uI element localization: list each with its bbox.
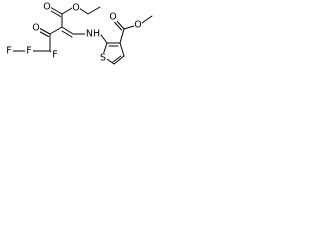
atom-o-ketone: O [32,23,39,34]
bond-c3t-c4t [119,42,125,57]
bond-c2-ch-double-a [61,26,74,35]
chemical-structure-diagram: O O O F F F NH S O O [5,2,153,65]
ethyl-ester-group [48,6,101,28]
atom-labels: O O O F F F NH S O O [5,2,142,64]
atom-s-ring: S [100,53,106,64]
atom-f-3: F [52,50,57,61]
atom-nh: NH [86,29,100,40]
atom-f-2: F [26,46,31,57]
bond-c-ester1-o-ether [61,7,73,15]
thiophene-ring [102,42,125,65]
bond-c-ester2-o-ether [123,25,135,30]
atom-o-ester1-carbonyl: O [43,2,50,13]
atom-o-ester2-ether: O [134,20,141,31]
bond-c-ester2-o-carbonyl-double [113,20,122,31]
bond-c-ketone-o [38,27,51,35]
atom-o-ester2-carbonyl: O [109,12,116,23]
bond-c3t-c-ester2 [119,28,125,44]
bond-c-ester1-o-carbonyl [49,6,63,15]
atom-f-1: F [6,46,11,57]
bond-nh-thiophene [100,34,108,44]
enamine-linker [61,26,108,44]
bond-o-ether-ch2 [78,7,89,15]
bond-c4t-c5t-double [112,55,122,63]
methyl-ester-group [113,15,153,44]
bond-c5t-s [106,58,115,65]
bond-o-ether-ch3 [141,15,153,24]
bond-c4t-c5t [113,55,125,65]
bond-c2-c-ketone [49,26,63,35]
bond-ch2-ch3 [87,6,101,15]
atom-o-ester1-ether: O [72,3,79,14]
bond-c-ester2-o-carbonyl [115,19,125,30]
bond-c2-ch-double-b [61,30,73,38]
